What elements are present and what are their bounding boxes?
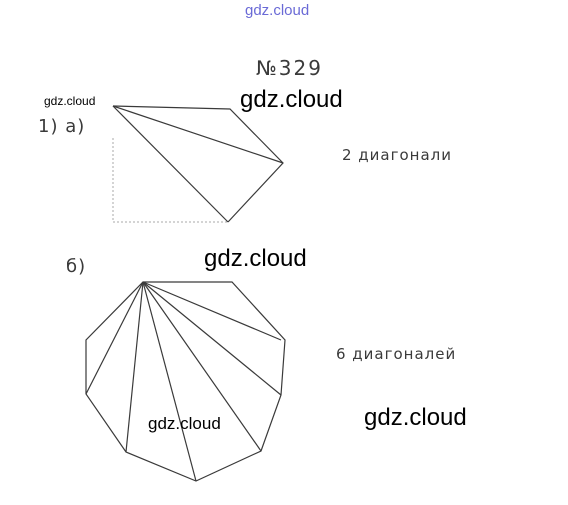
part-a-label: 1) а) [38,116,86,137]
nonagon-figure [85,281,286,482]
watermark-top: gdz.cloud [245,2,310,19]
construction-lines [112,138,228,223]
watermark-2: gdz.cloud [204,245,307,272]
answer-b: 6 диагоналей [336,345,457,363]
answer-a: 2 диагонали [342,146,453,164]
watermark-3: gdz.cloud [148,414,221,433]
watermark-small: gdz.cloud [44,94,96,108]
watermark-4: gdz.cloud [364,404,467,431]
pentagon-figure [112,105,284,223]
part-b-label: б) [66,256,87,277]
watermark-1: gdz.cloud [240,86,343,113]
problem-number: №329 [256,56,323,80]
